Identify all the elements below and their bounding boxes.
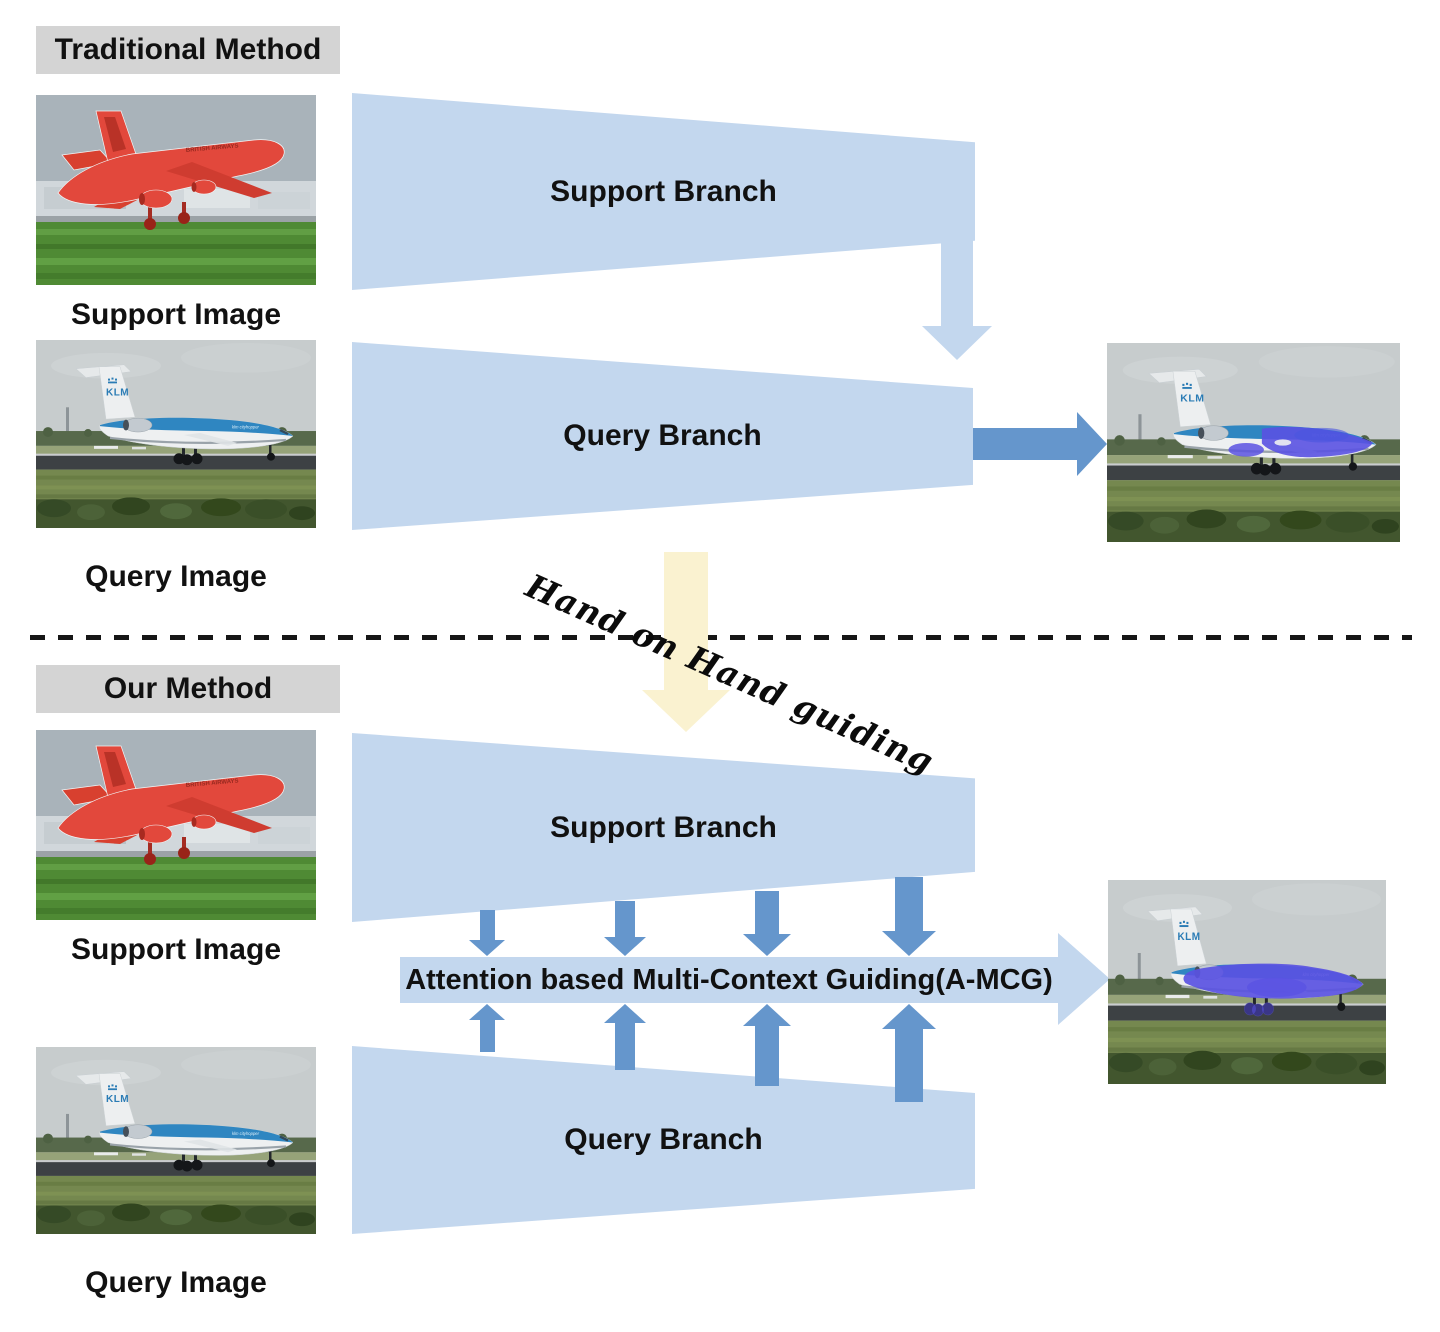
result-image-ours xyxy=(1108,880,1386,1084)
support-guide-arrow-4-shaft xyxy=(895,877,923,931)
query-branch-ours-label: Query Branch xyxy=(564,1123,763,1156)
query-image-traditional xyxy=(36,340,316,528)
support-image-ours xyxy=(36,730,316,920)
hand-on-hand-annotation: Hand on Hand guiding xyxy=(520,566,940,782)
query-branch-traditional: Query Branch xyxy=(352,342,973,530)
support-guide-arrow-2-head xyxy=(604,937,646,956)
result-image-traditional xyxy=(1107,343,1400,542)
query-guide-arrow-4 xyxy=(882,1004,936,1102)
query-image-caption-traditional: Query Image xyxy=(85,560,267,593)
query-branch-traditional-label: Query Branch xyxy=(563,419,762,452)
hand-guiding-arrow-head xyxy=(642,690,730,732)
support-guide-arrow-1-head xyxy=(469,940,505,956)
query-image-traditional-art xyxy=(36,340,316,528)
result-image-traditional-art xyxy=(1107,343,1400,542)
traditional-output-arrow-shaft xyxy=(973,428,1077,460)
support-image-ours-art xyxy=(36,730,316,920)
support-guide-arrow-3-head xyxy=(743,934,791,956)
support-guide-arrow-4-head xyxy=(882,931,936,956)
query-guide-arrow-1 xyxy=(469,1004,505,1052)
support-guide-arrow-2 xyxy=(604,901,646,956)
support-to-query-arrow-head xyxy=(922,326,992,360)
query-guide-arrow-3-shaft xyxy=(755,1026,779,1086)
query-guide-arrow-1-head xyxy=(469,1004,505,1020)
support-guide-arrow-1-shaft xyxy=(479,910,495,940)
query-guide-arrow-3 xyxy=(743,1004,791,1086)
our-method-title-box: Our Method xyxy=(36,665,340,713)
support-image-traditional xyxy=(36,95,316,285)
query-guide-arrow-2-head xyxy=(604,1004,646,1023)
query-image-ours-art xyxy=(36,1047,316,1234)
support-guide-arrow-2-shaft xyxy=(615,901,635,937)
query-guide-arrow-3-head xyxy=(743,1004,791,1026)
support-branch-traditional: Support Branch xyxy=(352,93,975,290)
support-guide-arrow-1 xyxy=(469,910,505,956)
support-branch-traditional-label: Support Branch xyxy=(550,174,777,208)
result-image-ours-art xyxy=(1108,880,1386,1084)
support-image-caption-traditional: Support Image xyxy=(70,298,281,331)
query-image-ours xyxy=(36,1047,316,1234)
query-guide-arrow-4-head xyxy=(882,1004,936,1029)
support-branch-ours-label: Support Branch xyxy=(550,810,777,844)
query-guide-arrow-2-shaft xyxy=(615,1023,635,1070)
query-guide-arrow-4-shaft xyxy=(895,1029,923,1102)
traditional-method-title-box: Traditional Method xyxy=(36,26,340,74)
amcg-arrow-head xyxy=(1058,933,1110,1025)
amcg-label: Attention based Multi-Context Guiding(A-… xyxy=(405,963,1053,996)
query-image-caption-ours: Query Image xyxy=(85,1266,267,1299)
hand-guiding-arrow-shaft xyxy=(664,552,708,692)
support-image-traditional-art xyxy=(36,95,316,285)
traditional-output-arrow-head xyxy=(1077,412,1107,476)
dashed-divider xyxy=(30,635,1412,640)
support-guide-arrow-4 xyxy=(882,877,936,956)
query-guide-arrow-2 xyxy=(604,1004,646,1070)
query-guide-arrow-1-shaft xyxy=(479,1020,495,1052)
support-guide-arrow-3-shaft xyxy=(755,891,779,934)
our-method-title: Our Method xyxy=(103,672,273,705)
support-image-caption-ours: Support Image xyxy=(70,933,281,966)
amcg-bar: Attention based Multi-Context Guiding(A-… xyxy=(400,957,1058,1003)
traditional-method-title: Traditional Method xyxy=(54,33,322,66)
support-to-query-arrow-shaft xyxy=(941,150,973,328)
support-guide-arrow-3 xyxy=(743,891,791,956)
